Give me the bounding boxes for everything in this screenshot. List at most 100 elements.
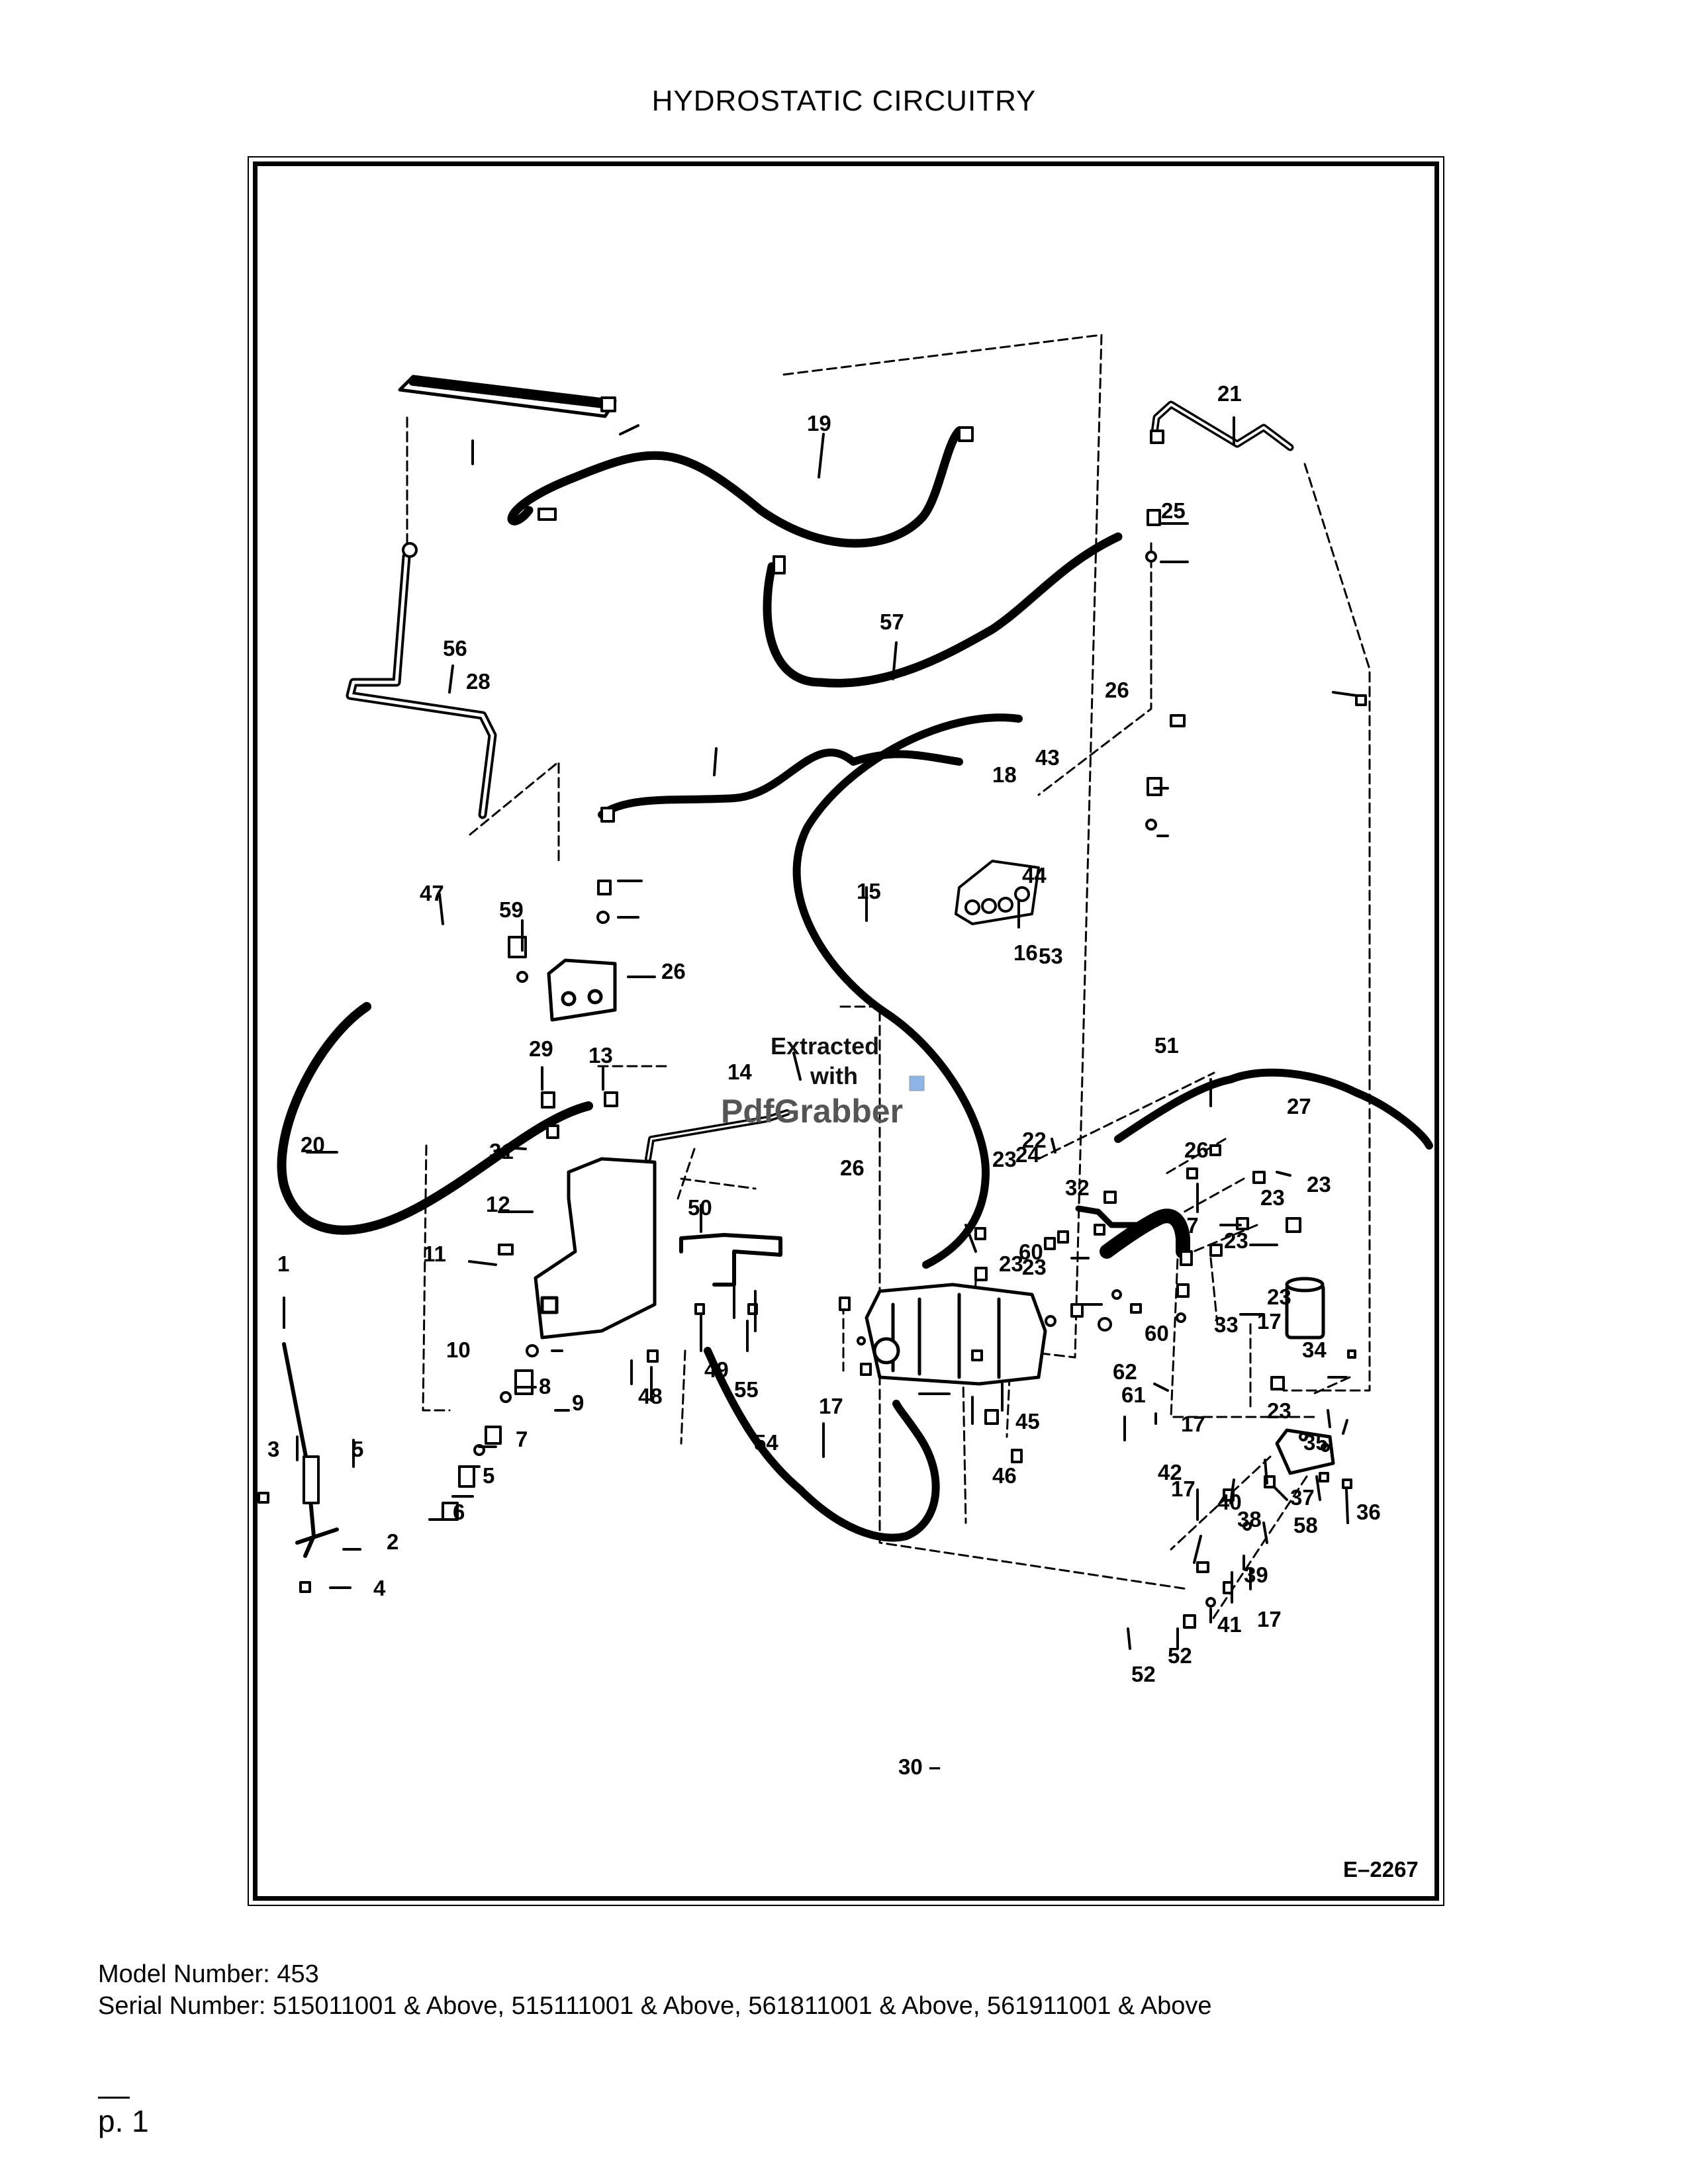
hose-19 (507, 426, 964, 548)
part-number-label: 23 (1267, 1285, 1291, 1309)
part-number-label: 7 (516, 1427, 528, 1451)
oil-cooler (398, 375, 617, 418)
part-number-label: 27 (1287, 1094, 1311, 1118)
part-number-label: 52 (1168, 1643, 1192, 1668)
part-number-label: 17 (819, 1394, 843, 1418)
fittings (258, 396, 1367, 1629)
part-number-label: 45 (1015, 1409, 1040, 1433)
part-number-label: 17 (1181, 1412, 1205, 1436)
part-number-label: 23 (992, 1147, 1017, 1171)
watermark-line1: Extracted (771, 1032, 879, 1060)
part-number-label: 23 (999, 1251, 1023, 1276)
part-number-label: 32 (1065, 1175, 1090, 1200)
tube-31 (1075, 1205, 1154, 1228)
part-number-label: 18 (992, 762, 1017, 787)
part-number-label: 41 (1217, 1612, 1242, 1637)
valve-block (547, 958, 617, 1022)
footer-rule (98, 2097, 130, 2099)
manifold (1275, 1428, 1335, 1475)
part-number-label: 57 (880, 610, 904, 634)
bracket (679, 1233, 782, 1287)
part-number-label: 53 (1039, 944, 1063, 968)
part-number-label: 39 (1244, 1563, 1268, 1587)
page-marker: 30 – (898, 1754, 941, 1779)
part-number-label: 19 (807, 411, 831, 435)
part-number-label: 28 (466, 669, 491, 694)
page-number: p. 1 (98, 2104, 149, 2138)
part-number-label: 26 (1105, 678, 1129, 702)
part-number-label: 60 (1019, 1240, 1043, 1264)
part-number-label: 49 (704, 1357, 729, 1382)
part-number-label: 37 (1290, 1485, 1315, 1510)
part-number-label: 54 (754, 1430, 778, 1455)
part-number-label: 56 (443, 636, 467, 660)
part-number-label: 42 (1158, 1460, 1182, 1484)
part-number-label: 23 (1260, 1185, 1285, 1210)
figure-frame-outer (248, 156, 1444, 1906)
part-number-label: 24 (1015, 1142, 1040, 1167)
part-number-label: 44 (1022, 863, 1047, 887)
part-number-label: 26 (840, 1156, 865, 1180)
part-number-label: 29 (529, 1036, 553, 1061)
page-title: HYDROSTATIC CIRCUITRY (651, 85, 1037, 117)
part-number-label: 51 (1154, 1033, 1179, 1058)
part-number-label: 34 (1302, 1338, 1327, 1362)
part-number-label: 26 (661, 959, 686, 983)
part-number-label: 17 (1171, 1477, 1196, 1501)
watermark: Extracted with PdfGrabber (721, 1032, 925, 1130)
leader-lines (283, 416, 1358, 1650)
control-lever (282, 1342, 339, 1558)
part-number-label: 23 (1267, 1398, 1291, 1423)
part-number-label: 9 (572, 1390, 584, 1415)
part-number-label: 43 (1035, 745, 1060, 770)
part-number-label: 17 (1257, 1607, 1282, 1631)
part-number-label: 50 (688, 1195, 712, 1220)
hydrostatic-pump (865, 1283, 1047, 1386)
part-number-label: 17 (1257, 1309, 1282, 1334)
hose-20 (277, 1002, 593, 1235)
part-number-label: 23 (1307, 1172, 1331, 1197)
watermark-line2: with (810, 1062, 858, 1089)
hose-59 (1100, 1208, 1190, 1259)
part-number-label: 62 (1113, 1359, 1137, 1384)
part-number-label: 48 (638, 1384, 663, 1408)
part-number-label: 5 (352, 1437, 363, 1461)
part-number-label: 59 (499, 897, 524, 922)
part-number-label: 22 (1022, 1128, 1047, 1152)
part-number-label: 58 (1293, 1513, 1318, 1537)
part-number-label: 46 (992, 1463, 1017, 1488)
tube-21 (1150, 400, 1294, 451)
part-number-label: 1 (277, 1251, 289, 1276)
part-number-label: 3 (267, 1437, 279, 1461)
part-number-label: 52 (1131, 1662, 1156, 1686)
part-number-label: 6 (453, 1500, 465, 1524)
hose-50 (1114, 1068, 1433, 1150)
part-number-label: 38 (1237, 1507, 1262, 1531)
hose-56 (763, 532, 1123, 688)
part-number-label: 36 (1356, 1500, 1381, 1524)
part-number-label: 55 (734, 1377, 759, 1402)
part-number-label: 10 (446, 1338, 471, 1362)
part-number-label: 23 (1224, 1228, 1248, 1253)
part-number-label: 35 (1303, 1430, 1328, 1455)
filter (1285, 1277, 1325, 1340)
part-number-label: 21 (1217, 381, 1242, 406)
part-number-label: 31 (489, 1139, 514, 1163)
part-number-label: 20 (301, 1132, 325, 1157)
part-number-label: 11 (423, 1242, 446, 1266)
model-number: Model Number: 453 (98, 1960, 319, 1988)
figure-code: E–2267 (1343, 1857, 1419, 1882)
part-number-label: 33 (1214, 1312, 1239, 1337)
part-number-label: 5 (483, 1463, 494, 1488)
part-number-label: 40 (1217, 1490, 1242, 1514)
watermark-brand: PdfGrabber (721, 1093, 903, 1130)
hose-15 (792, 713, 1023, 1269)
hose-42 (598, 749, 963, 819)
reservoir (534, 1157, 657, 1340)
part-number-label: 14 (727, 1060, 752, 1084)
figure-frame (253, 161, 1439, 1901)
part-number-label: 8 (539, 1374, 551, 1398)
part-number-label: 15 (857, 879, 881, 903)
part-number-label: 60 (1145, 1321, 1169, 1345)
part-labels: 1234556789101112131415161717171717171819… (267, 381, 1381, 1686)
